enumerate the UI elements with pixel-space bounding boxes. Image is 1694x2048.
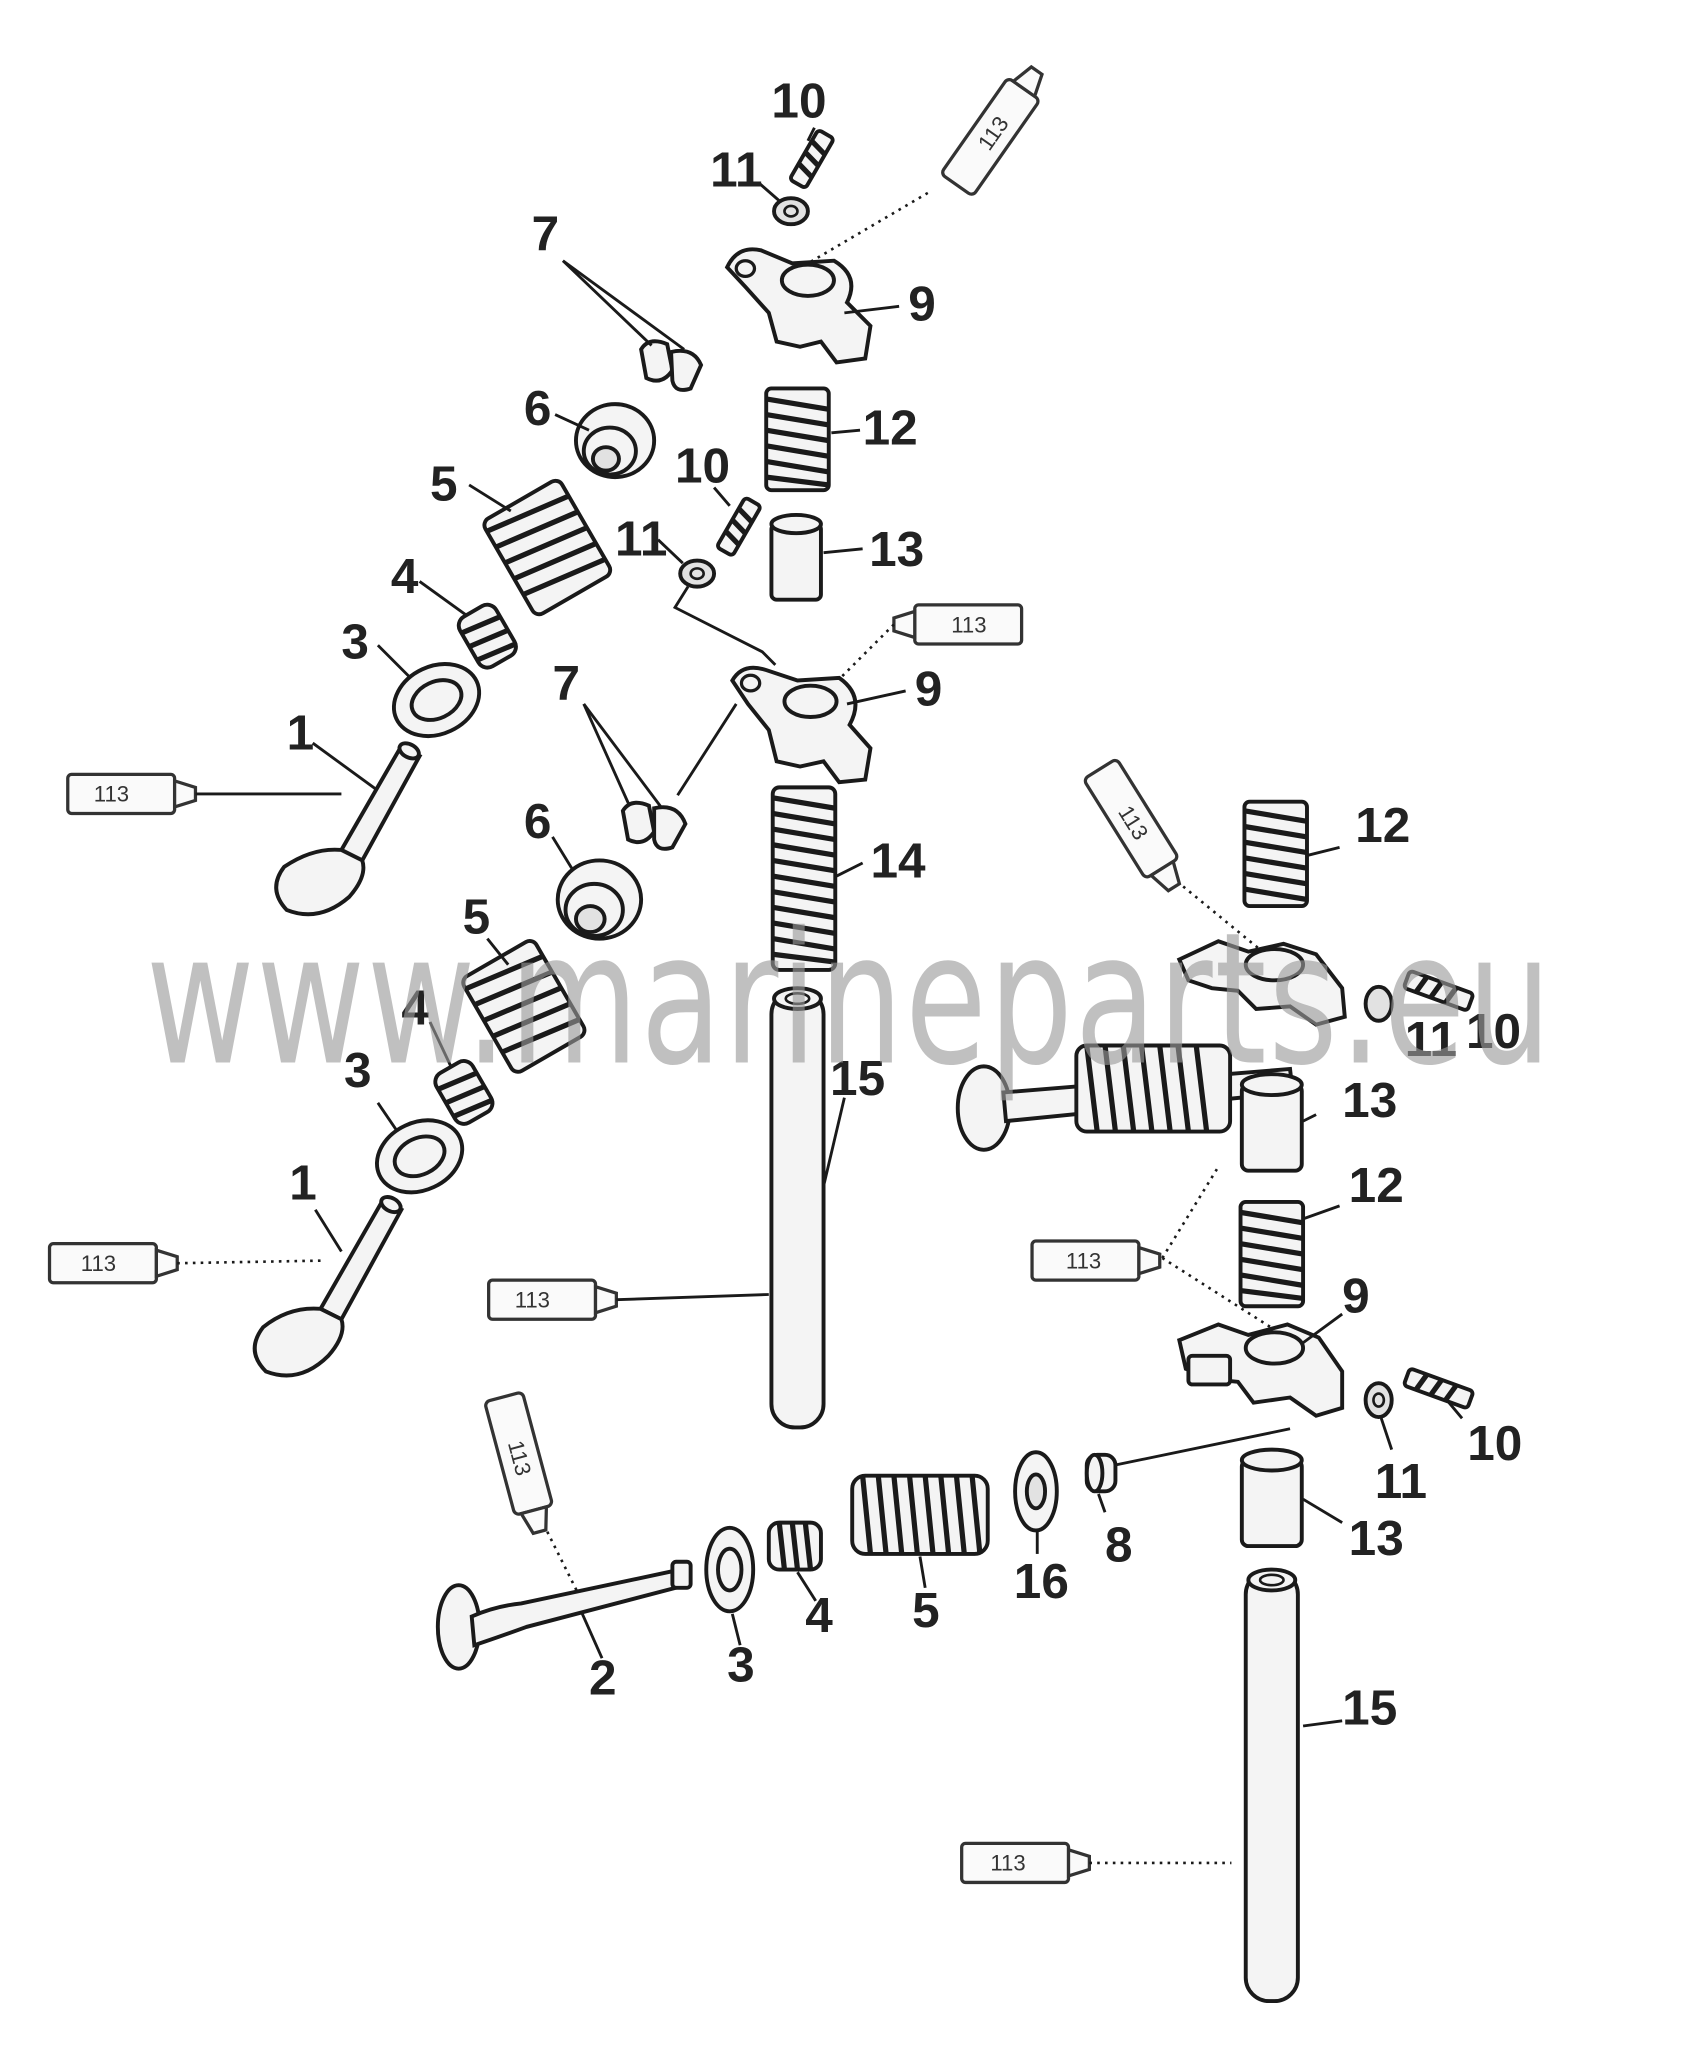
part-number-15: 15 [830, 1051, 885, 1106]
tappet-13-right-lower [1239, 1447, 1304, 1549]
part-number-5: 5 [912, 1583, 940, 1638]
part-number-4: 4 [805, 1588, 833, 1643]
lubricant-tube-left-upper: 113 [66, 772, 198, 816]
adjust-screw-10-right-upper [1402, 969, 1475, 1012]
valve-keepers-7-top [639, 339, 704, 392]
part-number-11: 11 [1375, 1454, 1427, 1509]
lubricant-code: 113 [990, 1851, 1025, 1876]
part-number-13: 13 [1349, 1511, 1404, 1566]
valve-spring-5-top [482, 478, 613, 617]
valve-right-horizontal [955, 1043, 1295, 1152]
spring-seat-3-bottom [704, 1525, 756, 1614]
spring-12-top [764, 386, 831, 493]
adjust-screw-10-top [789, 129, 835, 189]
adjust-screw-10-mid [716, 496, 762, 557]
valve-1-upper [274, 741, 423, 917]
lubricant-tube-bottom-left: 113 [484, 1391, 554, 1536]
part-number-13: 13 [869, 522, 924, 577]
part-number-12: 12 [1355, 798, 1410, 853]
part-number-5: 5 [463, 889, 491, 944]
push-rod-15-right [1243, 1567, 1300, 2004]
part-number-1: 1 [287, 706, 315, 761]
tappet-13-right-upper [1239, 1072, 1304, 1173]
part-number-11: 11 [1405, 1012, 1457, 1067]
lubricant-tube-top: 113 [941, 64, 1044, 196]
retainer-6-mid [555, 858, 644, 941]
part-number-3: 3 [727, 1638, 755, 1693]
lubricant-code: 113 [515, 1288, 550, 1313]
part-number-8: 8 [1105, 1518, 1133, 1573]
part-number-7: 7 [553, 656, 581, 711]
lubricant-code: 113 [1066, 1248, 1101, 1273]
lubricant-tube-mid: 113 [892, 603, 1024, 646]
push-rod-15-center [769, 986, 826, 1430]
part-number-11: 11 [615, 511, 667, 566]
seal-4-bottom [766, 1520, 823, 1572]
rocker-arm-9-right-lower [1177, 1322, 1345, 1418]
part-number-14: 14 [870, 833, 926, 888]
part-number-11: 11 [710, 142, 762, 197]
part-number-13: 13 [1342, 1073, 1397, 1128]
valve-2 [435, 1559, 693, 1671]
part-number-10: 10 [675, 438, 730, 493]
retainer-16 [1013, 1450, 1059, 1533]
lubricant-tube-left-lower: 113 [47, 1242, 179, 1285]
retainer-6-top [574, 402, 657, 480]
part-number-15: 15 [1342, 1681, 1397, 1736]
part-number-2: 2 [589, 1651, 617, 1706]
part-number-6: 6 [524, 794, 552, 849]
lubricant-tube-bottom: 113 [960, 1841, 1092, 1885]
valve-spring-5-mid [461, 939, 587, 1074]
lubricant-code: 113 [951, 612, 986, 637]
spring-12-right-lower [1238, 1199, 1306, 1309]
lubricant-code: 113 [94, 782, 129, 807]
adjust-screw-10-right-lower [1402, 1367, 1475, 1410]
seal-4-top [456, 602, 518, 670]
part-number-9: 9 [908, 277, 936, 332]
part-number-10: 10 [1466, 1004, 1521, 1059]
spring-seat-3-mid [375, 1118, 465, 1195]
rocker-arm-9-top [724, 247, 873, 365]
part-number-3: 3 [344, 1043, 372, 1098]
part-number-4: 4 [401, 981, 429, 1036]
lubricant-code: 113 [81, 1251, 116, 1276]
lubricant-tube-right-upper: 113 [1083, 758, 1182, 893]
seal-4-mid [433, 1059, 495, 1126]
valve-1-lower [252, 1195, 405, 1378]
part-number-16: 16 [1014, 1554, 1069, 1609]
lock-nut-11-right-lower [1363, 1381, 1394, 1419]
part-number-10: 10 [771, 73, 826, 128]
part-number-12: 12 [863, 401, 918, 456]
leader-lines [311, 127, 1464, 1728]
cap-8 [1084, 1452, 1118, 1494]
lubricant-tube-center: 113 [487, 1278, 618, 1321]
part-number-7: 7 [532, 206, 560, 261]
spring-14 [770, 785, 838, 972]
rocker-arm-9-mid [730, 665, 873, 785]
part-number-12: 12 [1349, 1158, 1404, 1213]
part-number-9: 9 [1342, 1269, 1370, 1324]
part-number-10: 10 [1467, 1416, 1522, 1471]
part-number-4: 4 [391, 549, 419, 604]
part-number-5: 5 [430, 457, 458, 512]
lubricant-tube-right-lower: 113 [1030, 1239, 1162, 1282]
part-number-9: 9 [915, 661, 943, 716]
part-number-6: 6 [524, 381, 552, 436]
lock-nut-11-top [772, 196, 810, 227]
tappet-13-top [769, 512, 823, 602]
part-number-3: 3 [341, 614, 369, 669]
part-number-1: 1 [289, 1155, 317, 1210]
lock-nut-11-mid [678, 558, 717, 589]
lock-nut-11-right-upper [1363, 984, 1394, 1023]
spring-12-right-top [1242, 799, 1309, 908]
valve-spring-5-bottom [850, 1473, 990, 1556]
valve-keepers-7-mid [620, 800, 688, 851]
spring-seat-3-top [391, 662, 482, 738]
rocker-arm-9-right-upper [1176, 939, 1347, 1027]
watermark-text: www.marineparts.eu [146, 894, 1553, 1106]
